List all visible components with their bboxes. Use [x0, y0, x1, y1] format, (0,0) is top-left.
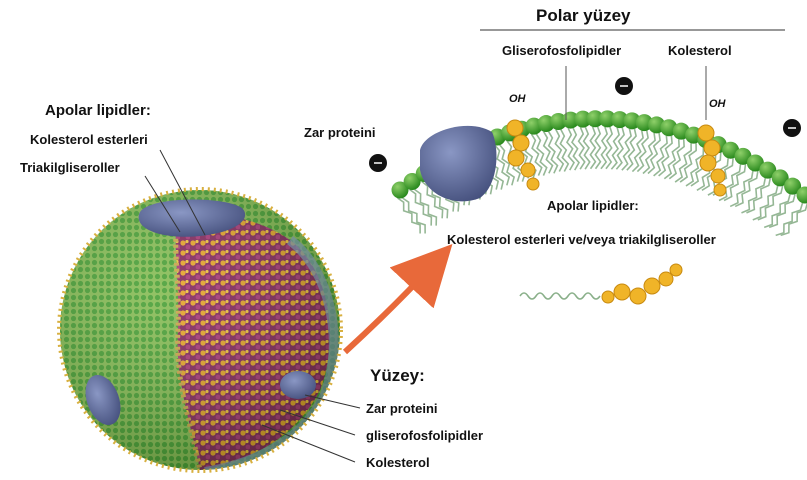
lipoprotein-sphere	[59, 189, 341, 472]
cholesteryl-ester-molecule	[520, 264, 682, 304]
glycerophospholipids-bottom-label: gliserofosfolipidler	[366, 428, 483, 443]
cholesteryl-esters-label: Kolesterol esterleri	[30, 132, 148, 147]
cholesteryl-or-tg-label: Kolesterol esterleri ve/veya triakilglis…	[447, 232, 716, 247]
phospholipid-tail	[601, 127, 607, 169]
triacylglycerols-label: Triakilgliseroller	[20, 160, 120, 175]
polar-surface-label: Polar yüzey	[536, 6, 631, 26]
glycerophospholipids-top-label: Gliserofosfolipidler	[502, 43, 621, 58]
membrane-protein-bottom-label: Zar proteini	[366, 401, 438, 416]
apolar-lipids-left-label: Apolar lipidler:	[45, 102, 151, 119]
cholesterol-top-label: Kolesterol	[668, 43, 732, 58]
oh-left-label: OH	[509, 93, 526, 105]
phospholipid-tail	[495, 145, 509, 185]
oh-right-label: OH	[709, 98, 726, 110]
membrane-protein-top-label: Zar proteini	[304, 125, 376, 140]
zoom-arrow	[345, 266, 432, 352]
apolar-lipids-right-label: Apolar lipidler:	[547, 198, 639, 213]
phospholipid-tail	[590, 127, 595, 169]
cholesterol-bottom-label: Kolesterol	[366, 455, 430, 470]
surface-label: Yüzey:	[370, 366, 425, 386]
